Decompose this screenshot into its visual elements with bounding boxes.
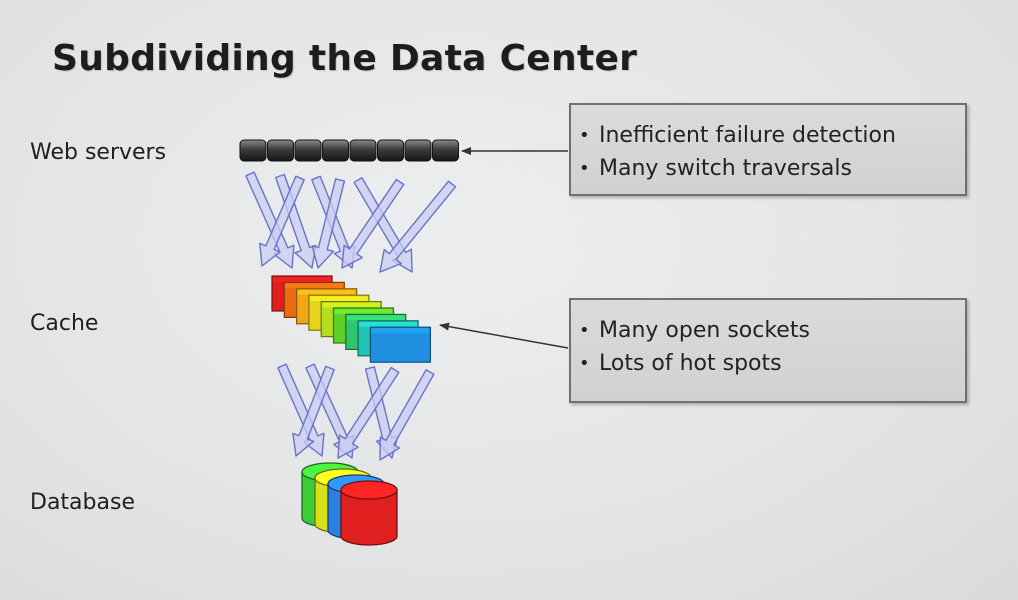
callout-cache: •Many open sockets •Lots of hot spots <box>569 298 967 403</box>
web-to-cache-arrows <box>245 171 457 273</box>
callout-pointer-cache <box>439 322 569 349</box>
cache-layer-highlight <box>273 277 331 282</box>
web-servers-label: Web servers <box>30 140 167 165</box>
cache-stack <box>271 275 431 363</box>
web-server-unit <box>432 139 459 162</box>
web-server-unit <box>267 139 294 162</box>
database-cylinders <box>301 462 398 546</box>
callout-bullet: •Inefficient failure detection <box>579 123 896 148</box>
cache-layer-highlight <box>334 309 393 314</box>
database-label: Database <box>30 490 135 515</box>
callout-bullet: •Many switch traversals <box>579 156 852 181</box>
callout-bullet: •Many open sockets <box>579 318 810 343</box>
cache-layer-highlight <box>346 315 405 321</box>
cache-to-db-arrows <box>277 363 435 461</box>
web-server-unit <box>349 139 377 162</box>
web-server-unit <box>294 139 322 162</box>
web-server-unit <box>404 139 432 162</box>
flow-arrow <box>379 369 435 461</box>
web-server-unit <box>239 139 267 162</box>
cache-layer-highlight <box>359 321 418 327</box>
cache-layer-highlight <box>297 289 356 295</box>
flow-arrow <box>341 178 405 269</box>
web-server-unit <box>377 139 404 162</box>
web-server-rack <box>239 139 459 162</box>
cache-layer-highlight <box>371 328 430 334</box>
flow-arrow <box>337 366 400 459</box>
flow-arrow <box>259 175 305 267</box>
web-server-unit <box>322 139 349 162</box>
flow-arrow <box>311 178 346 269</box>
cache-layer-highlight <box>309 296 368 302</box>
cache-layer-highlight <box>322 302 381 308</box>
cache-layer-highlight <box>285 283 344 289</box>
flow-arrow <box>275 173 317 269</box>
callout-web-servers: •Inefficient failure detection •Many swi… <box>569 103 967 196</box>
database-cylinder <box>340 480 398 546</box>
cache-label: Cache <box>30 311 99 336</box>
flow-arrow <box>292 365 335 457</box>
slide-title: Subdividing the Data Center <box>52 38 638 79</box>
flow-arrow <box>379 180 457 273</box>
callout-bullet: •Lots of hot spots <box>579 351 782 376</box>
